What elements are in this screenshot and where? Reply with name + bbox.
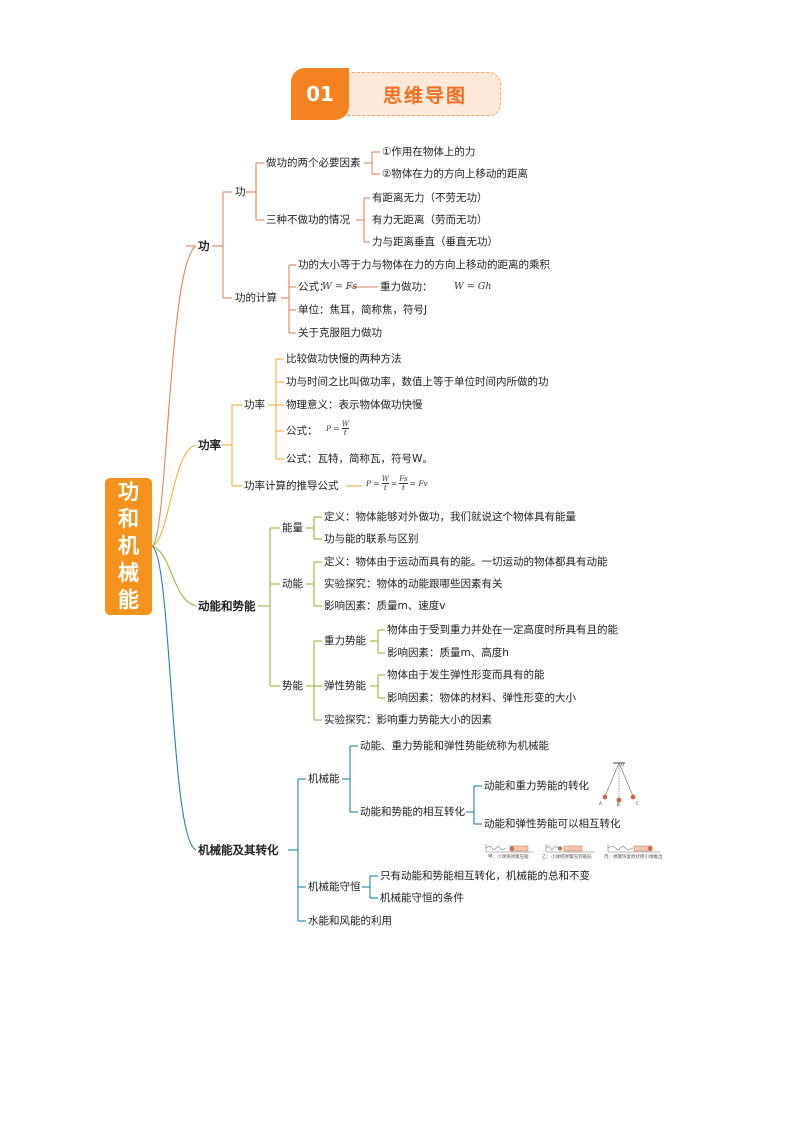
pendulum-illustration: O A B C [599,762,639,806]
branch-mechanical: 机械能及其转化 [198,843,279,857]
formula-w-gh: W = Gh [454,281,492,292]
node-work-sub: 功 [235,186,246,198]
leaf-no-work-1: 有距离无力（不劳无功） [372,192,488,204]
leaf-calc-formula-label: 公式： [298,281,330,293]
branch-work: 功 [198,239,210,253]
leaf-water-wind: 水能和风能的利用 [308,915,392,927]
spring-illustrations [485,844,660,853]
branch-power: 功率 [198,438,221,452]
node-gravity-pe: 重力势能 [324,635,366,647]
leaf-elastic-pe-2: 影响因素：物体的材料、弹性形变的大小 [387,692,576,704]
leaf-gravity-pe-1: 物体由于受到重力并处在一定高度时所具有且的能 [387,624,618,636]
leaf-elastic-pe-1: 物体由于发生弹性形变而具有的能 [387,669,545,681]
node-power-derive: 功率计算的推导公式 [244,480,339,492]
leaf-gravity-label: 重力做功： [380,281,433,293]
leaf-conv-gravity: 动能和重力势能的转化 [484,780,589,792]
node-no-work: 三种不做功的情况 [266,214,350,226]
leaf-energy-1: 定义：物体能够对外做功，我们就说这个物体具有能量 [324,511,576,523]
leaf-power-formula-label: 公式： [286,425,318,437]
node-power-sub: 功率 [244,399,265,411]
leaf-potential-exp: 实验探究：影响重力势能大小的因素 [324,714,492,726]
leaf-calc-resist: 关于克服阻力做功 [298,327,382,339]
formula-w-fs: W = Fs [322,281,358,292]
leaf-kinetic-2: 实验探究：物体的动能跟哪些因素有关 [324,578,503,590]
svg-text:C: C [636,801,639,806]
leaf-no-work-2: 有力无距离（劳而无功） [372,214,488,226]
section-number: 01 [291,68,349,120]
node-mech-conservation: 机械能守恒 [308,881,361,893]
svg-text:O: O [621,762,624,767]
node-kinetic: 动能 [282,578,303,590]
node-mech-conversion: 动能和势能的相互转化 [360,806,465,818]
leaf-cons-1: 只有动能和势能相互转化，机械能的总和不变 [380,870,590,882]
caption-bing: 丙：弹簧恢复原状把小球推出 [604,855,663,860]
leaf-cons-2: 机械能守恒的条件 [380,892,464,904]
node-work-calc: 功的计算 [235,292,277,304]
leaf-energy-2: 功与能的联系与区别 [324,533,419,545]
leaf-kinetic-3: 影响因素：质量m、速度v [324,600,446,612]
leaf-power-1: 比较做功快慢的两种方法 [286,353,402,365]
node-potential: 势能 [282,680,303,692]
node-work-factors: 做功的两个必要因素 [266,157,361,169]
leaf-power-2: 功与时间之比叫做功率，数值上等于单位时间内所做的功 [286,376,549,388]
leaf-gravity-pe-2: 影响因素：质量m、高度h [387,647,509,659]
leaf-power-3: 物理意义：表示物体做功快慢 [286,399,423,411]
node-energy-def: 能量 [282,522,303,534]
svg-text:B: B [617,802,620,806]
leaf-factor-1: ①作用在物体上的力 [382,146,476,158]
caption-jia: 甲：小球将弹簧压缩 [488,855,529,860]
leaf-calc-def: 功的大小等于力与物体在力的方向上移动的距离的乘积 [298,259,550,271]
root-node: 功 和 机 械 能 [105,478,152,615]
section-header: 01 思维导图 [291,68,505,120]
leaf-mech-def: 动能、重力势能和弹性势能统称为机械能 [360,740,549,752]
node-mech-energy: 机械能 [308,773,340,785]
leaf-kinetic-1: 定义：物体由于运动而具有的能。一切运动的物体都具有动能 [324,556,608,568]
node-elastic-pe: 弹性势能 [324,680,366,692]
svg-text:A: A [599,801,602,806]
leaf-calc-unit: 单位：焦耳，简称焦，符号J [298,304,428,316]
caption-yi: 乙：小球把弹簧压到最低 [542,855,592,860]
leaf-power-unit: 公式：瓦特，简称瓦，符号W。 [286,453,433,465]
leaf-factor-2: ②物体在力的方向上移动的距离 [382,168,528,180]
leaf-no-work-3: 力与距离垂直（垂直无功） [372,236,498,248]
branch-energy: 动能和势能 [198,599,256,613]
leaf-conv-elastic: 动能和弹性势能可以相互转化 [484,818,621,830]
